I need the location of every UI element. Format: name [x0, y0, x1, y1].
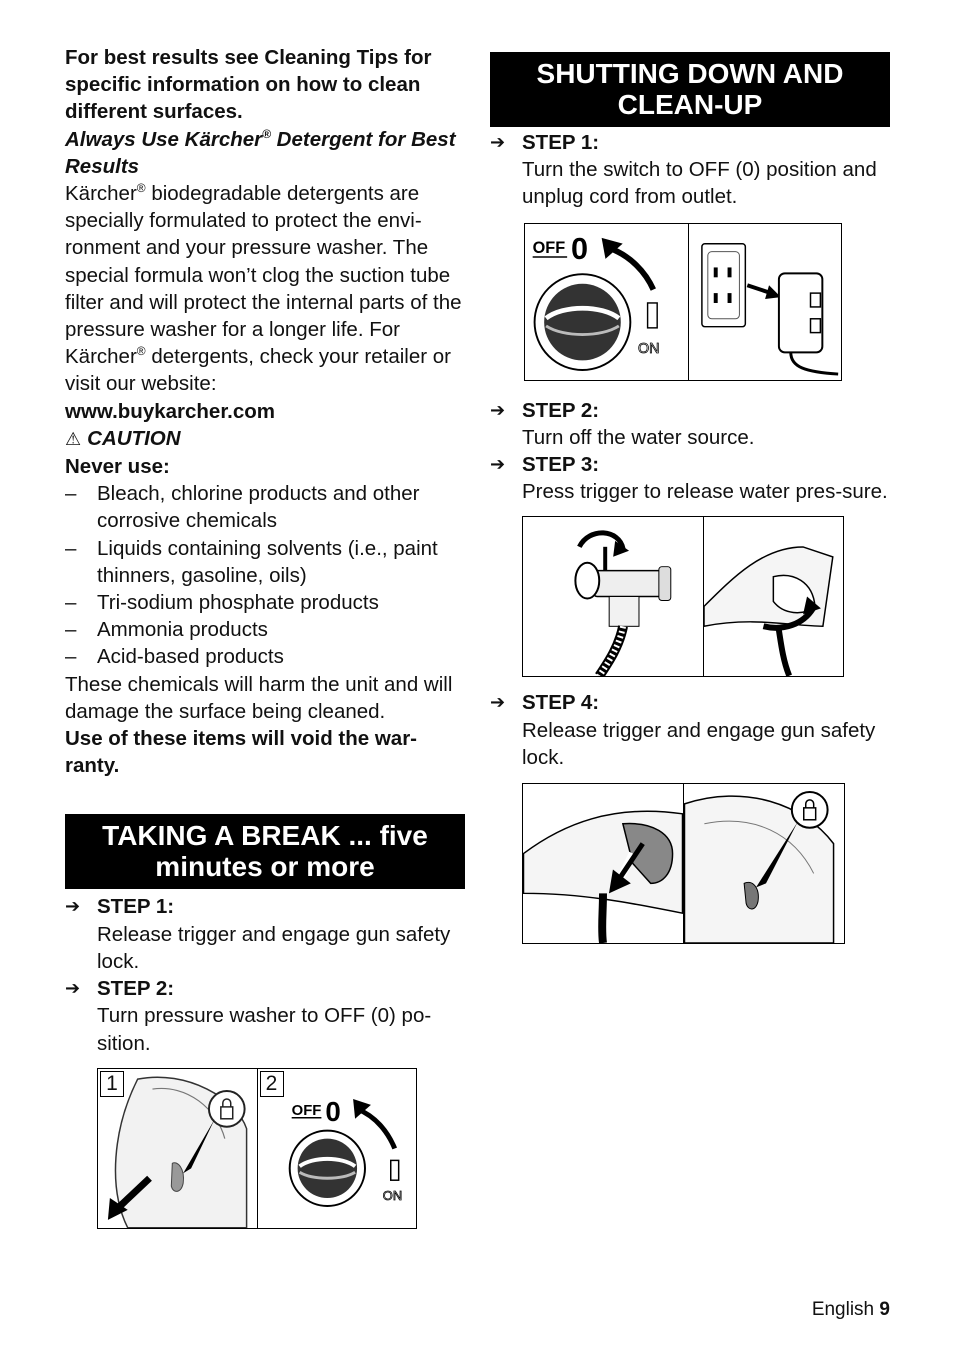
arrow-right-icon: ➔ [490, 454, 506, 475]
switch-off-illustration: OFF 0 ON [288, 1095, 402, 1207]
figure-panel-water-valve [523, 517, 703, 677]
figure-panel-gun-lock: 1 [98, 1069, 257, 1228]
shutdown-step-3: ➔ STEP 3: Press trigger to release water… [490, 453, 888, 504]
safety-lock-engaged-illustration [684, 790, 835, 944]
switch-off-illustration: OFF 0 ON [533, 232, 660, 371]
arrow-right-icon: ➔ [490, 132, 506, 152]
break-step-2: ➔ STEP 2: Turn pressure washer to OFF (0… [65, 977, 432, 1055]
unplug-cord-illustration [700, 242, 839, 376]
list-item: Bleach, chlorine products and other corr… [65, 480, 465, 534]
list-item: Tri-sodium phosphate products [65, 589, 465, 616]
cleaning-tips-note: For best results see Cleaning Tips for s… [65, 46, 432, 124]
detergent-heading: Always Use Kärcher® Detergent for Best R… [65, 126, 456, 178]
break-step-1: ➔ STEP 1: Release trigger and engage gun… [65, 895, 451, 973]
list-item: Acid-based products [65, 643, 465, 670]
svg-text:ON: ON [638, 340, 660, 356]
figure-panel-release-trigger [523, 784, 683, 944]
arrow-right-icon: ➔ [490, 399, 506, 420]
shutdown-step-2: ➔ STEP 2: Turn off the water source. [490, 398, 755, 449]
arrow-right-icon: ➔ [65, 896, 81, 917]
right-column: SHUTTING DOWN AND CLEAN-UP ➔ STEP 1: Tur… [490, 52, 890, 945]
svg-text:0: 0 [571, 232, 588, 266]
unplug-figure: OFF 0 ON [524, 222, 842, 381]
figure-panel-off-switch: OFF 0 ON [525, 224, 688, 380]
page-footer: English 9 [812, 1296, 890, 1323]
gun-safety-lock-illustration [107, 1076, 248, 1228]
trigger-release-illustration [704, 546, 834, 677]
never-use-heading: Never use: [65, 455, 170, 479]
figure-panel-trigger [703, 517, 843, 677]
figure-panel-unplug [687, 223, 841, 380]
break-figure: 1 2 OFF 0 [97, 1067, 417, 1229]
off-label: OFF [291, 1103, 321, 1119]
svg-text:OFF: OFF [533, 239, 566, 257]
panel-number: 2 [259, 1070, 284, 1097]
taking-break-heading: TAKING A BREAK ... five minutes or more [65, 814, 465, 890]
caution-heading: ⚠CAUTION [65, 426, 181, 450]
zero-label: 0 [325, 1095, 340, 1126]
list-item: Liquids containing solvents (i.e., paint… [65, 535, 465, 589]
left-column: For best results see Cleaning Tips for s… [65, 44, 465, 1229]
water-valve-illustration [574, 530, 672, 677]
detergent-paragraph: Kärcher® biodegradable detergents are sp… [65, 181, 462, 396]
shutdown-step-1: ➔ STEP 1: Turn the switch to OFF (0) pos… [490, 131, 877, 209]
page-number: 9 [879, 1299, 890, 1320]
safety-lock-figure [522, 783, 845, 945]
release-trigger-illustration [523, 810, 683, 944]
shutting-down-heading: SHUTTING DOWN AND CLEAN-UP [490, 52, 890, 127]
footer-language: English [811, 1299, 875, 1320]
arrow-right-icon: ➔ [490, 692, 506, 713]
warning-triangle-icon: ⚠ [65, 428, 82, 449]
website-link[interactable]: www.buykarcher.com [65, 399, 276, 423]
never-use-list: Bleach, chlorine products and other corr… [65, 480, 465, 671]
water-pressure-figure [522, 516, 844, 678]
arrow-right-icon: ➔ [65, 978, 81, 999]
panel-number: 1 [100, 1070, 124, 1097]
harm-warning: These chemicals will harm the unit and w… [65, 672, 453, 723]
warranty-warning: Use of these items will void the war-ran… [65, 727, 418, 778]
figure-panel-lock-engaged [683, 784, 844, 944]
on-label: ON [382, 1188, 401, 1203]
list-item: Ammonia products [65, 616, 465, 643]
figure-panel-switch: 2 OFF 0 ON [256, 1068, 417, 1228]
shutdown-step-4: ➔ STEP 4: Release trigger and engage gun… [490, 691, 876, 769]
